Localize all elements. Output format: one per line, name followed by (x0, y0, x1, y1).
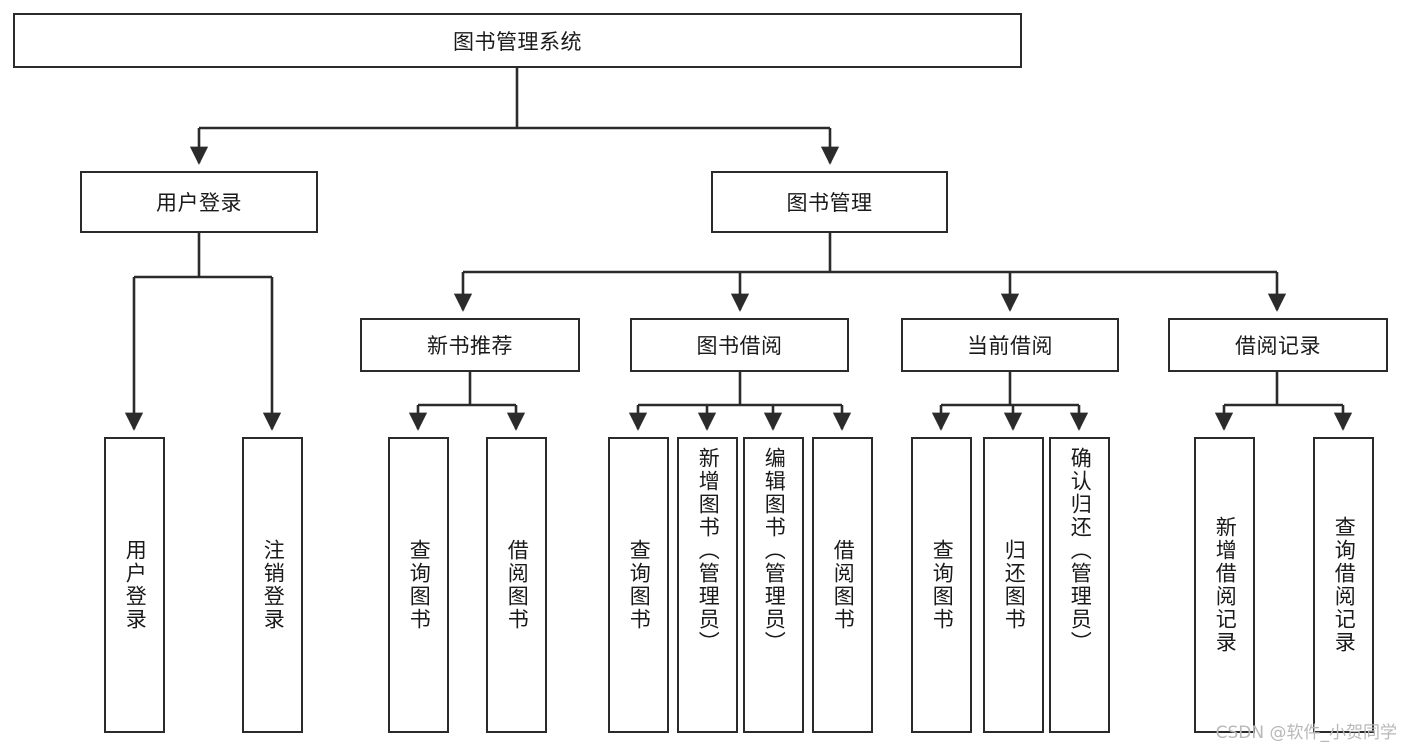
leaf-borrow-book-new-label: 借阅图书 (505, 539, 530, 631)
leaf-add-book-admin[interactable]: 新增图书（管理员） (677, 437, 738, 733)
node-new-book-recommend-label: 新书推荐 (427, 334, 513, 358)
node-book-management-label: 图书管理 (786, 191, 873, 215)
leaf-query-book-current-label: 查询图书 (930, 539, 955, 631)
leaf-borrow-book-label: 借阅图书 (831, 539, 856, 631)
node-borrow-records-label: 借阅记录 (1235, 334, 1321, 358)
node-book-borrow-label: 图书借阅 (696, 334, 783, 358)
node-borrow-records[interactable]: 借阅记录 (1168, 318, 1388, 372)
node-root[interactable]: 图书管理系统 (13, 13, 1022, 68)
leaf-return-book[interactable]: 归还图书 (983, 437, 1044, 733)
leaf-query-borrow-record[interactable]: 查询借阅记录 (1313, 437, 1374, 733)
leaf-user-login[interactable]: 用户登录 (104, 437, 165, 733)
leaf-logout[interactable]: 注销登录 (242, 437, 303, 733)
leaf-query-book-borrow-label: 查询图书 (627, 539, 652, 631)
leaf-add-book-admin-label: 新增图书（管理员） (696, 447, 721, 654)
leaf-add-borrow-record-label: 新增借阅记录 (1213, 516, 1238, 654)
leaf-query-borrow-record-label: 查询借阅记录 (1332, 516, 1357, 654)
node-new-book-recommend[interactable]: 新书推荐 (360, 318, 580, 372)
leaf-confirm-return-admin[interactable]: 确认归还（管理员） (1049, 437, 1110, 733)
leaf-add-borrow-record[interactable]: 新增借阅记录 (1194, 437, 1255, 733)
leaf-query-book-new-label: 查询图书 (407, 539, 432, 631)
node-user-login[interactable]: 用户登录 (80, 171, 318, 233)
leaf-query-book-borrow[interactable]: 查询图书 (608, 437, 669, 733)
leaf-borrow-book[interactable]: 借阅图书 (812, 437, 873, 733)
node-book-management[interactable]: 图书管理 (711, 171, 948, 233)
node-current-borrow[interactable]: 当前借阅 (901, 318, 1119, 372)
leaf-return-book-label: 归还图书 (1002, 539, 1027, 631)
leaf-borrow-book-new[interactable]: 借阅图书 (486, 437, 547, 733)
leaf-edit-book-admin-label: 编辑图书（管理员） (762, 447, 787, 654)
leaf-query-book-new[interactable]: 查询图书 (388, 437, 449, 733)
leaf-logout-label: 注销登录 (261, 539, 286, 631)
leaf-query-book-current[interactable]: 查询图书 (911, 437, 972, 733)
leaf-edit-book-admin[interactable]: 编辑图书（管理员） (743, 437, 804, 733)
leaf-confirm-return-admin-label: 确认归还（管理员） (1068, 447, 1093, 654)
watermark: CSDN @软件_小贺同学 (1215, 723, 1397, 743)
node-book-borrow[interactable]: 图书借阅 (630, 318, 849, 372)
node-root-label: 图书管理系统 (453, 29, 582, 54)
node-user-login-label: 用户登录 (156, 191, 242, 215)
node-current-borrow-label: 当前借阅 (967, 334, 1053, 358)
leaf-user-login-label: 用户登录 (123, 539, 148, 631)
